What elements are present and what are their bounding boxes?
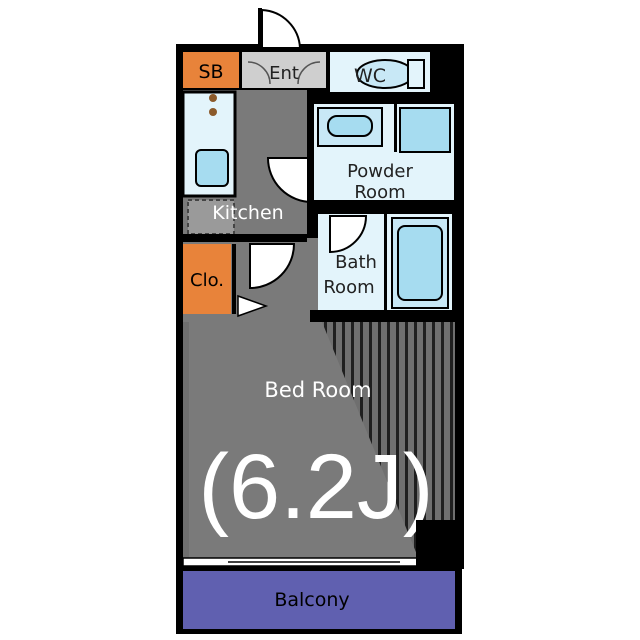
shoe-box xyxy=(183,52,239,88)
bedroom-door xyxy=(249,243,296,290)
closet-label: Clo. xyxy=(190,270,224,291)
entrance-area xyxy=(242,52,326,88)
powder-room-label-line1: Powder xyxy=(347,161,413,182)
bath-room-label-line2: Room xyxy=(323,277,374,298)
fridge-space xyxy=(187,199,235,235)
closet-door xyxy=(237,294,269,318)
ent-label: Ent xyxy=(269,63,299,84)
balcony-label: Balcony xyxy=(274,589,349,611)
entrance-door xyxy=(258,8,262,50)
powder-room-label-line2: Room xyxy=(354,182,405,203)
washbasin-icon xyxy=(327,115,373,137)
stove-burner-icon xyxy=(209,108,217,116)
washing-machine-space xyxy=(399,107,451,153)
sink-icon xyxy=(195,149,229,187)
bedroom-label: Bed Room xyxy=(264,378,371,402)
bedroom-size-label: (6.2J) xyxy=(198,436,433,538)
balcony xyxy=(183,571,455,629)
bath-room-label-line1: Bath xyxy=(335,252,377,273)
closet xyxy=(183,244,231,314)
sb-label: SB xyxy=(198,61,223,83)
wc-label: WC xyxy=(354,65,386,87)
toilet-tank-icon xyxy=(407,59,425,89)
kitchen-label: Kitchen xyxy=(212,202,283,224)
entrance-door-swing xyxy=(261,8,302,49)
stove-burner-icon xyxy=(209,94,217,102)
bath-room-door xyxy=(329,215,368,254)
bathtub-icon xyxy=(397,225,443,301)
